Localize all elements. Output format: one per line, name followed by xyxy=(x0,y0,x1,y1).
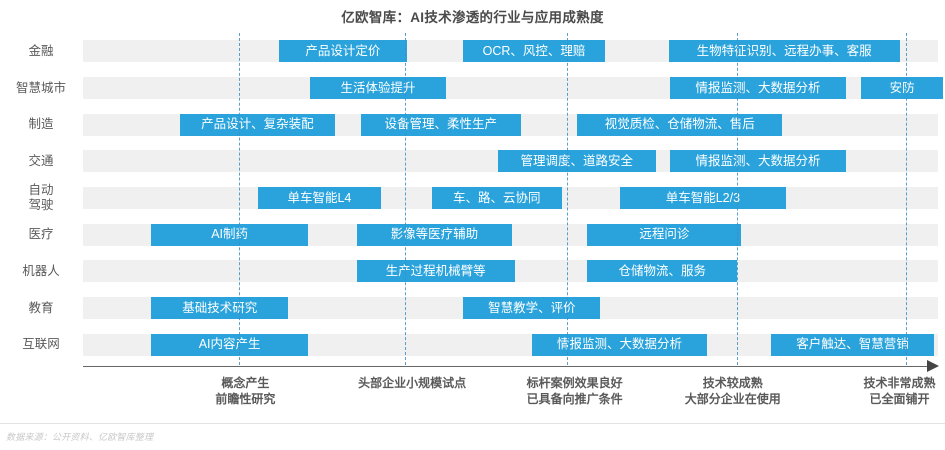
application-bar[interactable]: 设备管理、柔性生产 xyxy=(360,113,521,136)
y-axis-label-金融: 金融 xyxy=(28,43,54,58)
application-bar[interactable]: 情报监测、大数据分析 xyxy=(670,150,846,173)
y-axis-label-互联网: 互联网 xyxy=(22,337,60,352)
x-axis-stage-1: 概念产生前瞻性研究 xyxy=(215,376,276,406)
y-axis-label-机器人: 机器人 xyxy=(22,263,60,278)
application-bar[interactable]: 安防 xyxy=(861,77,944,99)
footer-divider xyxy=(0,423,945,424)
application-bar[interactable]: 视觉质检、仓储物流、售后 xyxy=(577,113,783,136)
y-axis-category-labels: 金融智慧城市制造交通自动驾驶医疗机器人教育互联网 xyxy=(0,33,80,363)
gridline-2 xyxy=(405,33,407,365)
application-bar[interactable]: 管理调度、道路安全 xyxy=(497,150,656,173)
application-bar[interactable]: 产品设计定价 xyxy=(278,40,408,63)
application-bar[interactable]: 生物特征识别、远程办事、客服 xyxy=(668,40,900,63)
x-axis-arrow-icon xyxy=(927,360,939,372)
x-axis-line xyxy=(83,366,929,367)
x-axis-stage-2: 头部企业小规模试点 xyxy=(358,376,467,390)
application-bar[interactable]: 车、路、云协同 xyxy=(431,187,562,209)
y-axis-label-智慧城市: 智慧城市 xyxy=(15,80,66,95)
application-bar[interactable]: AI制药 xyxy=(151,223,308,246)
y-axis-label-医疗: 医疗 xyxy=(28,227,54,242)
application-bar[interactable]: 基础技术研究 xyxy=(151,297,289,319)
gridline-5 xyxy=(905,33,907,365)
y-axis-label-制造: 制造 xyxy=(28,117,54,132)
gridline-3 xyxy=(566,33,568,365)
x-axis-stage-4: 技术较成熟大部分企业在使用 xyxy=(684,376,781,406)
application-bar[interactable]: 客户触达、智慧营销 xyxy=(771,333,934,356)
application-bar[interactable]: OCR、风控、理赔 xyxy=(463,40,605,63)
application-bar[interactable]: 智慧教学、评价 xyxy=(463,297,601,319)
y-axis-label-交通: 交通 xyxy=(28,153,54,168)
application-bar[interactable]: 生产过程机械臂等 xyxy=(356,260,515,283)
application-bar[interactable]: 仓储物流、服务 xyxy=(587,260,738,283)
application-bar[interactable]: 远程问诊 xyxy=(587,223,742,246)
x-axis-stage-5: 技术非常成熟已全面铺开 xyxy=(863,376,936,406)
gridline-4 xyxy=(737,33,739,365)
application-bar[interactable]: 情报监测、大数据分析 xyxy=(531,333,708,356)
application-bar[interactable]: 情报监测、大数据分析 xyxy=(670,77,846,99)
x-axis-stage-3: 标杆案例效果良好已具备向推广条件 xyxy=(526,376,623,406)
application-bar[interactable]: 产品设计、复杂装配 xyxy=(179,113,336,136)
application-bar[interactable]: 单车智能L4 xyxy=(258,187,381,209)
y-axis-label-教育: 教育 xyxy=(28,300,54,315)
source-note: 数据来源：公开资料、亿欧智库整理 xyxy=(6,432,154,442)
application-bar[interactable]: 单车智能L2/3 xyxy=(619,187,786,209)
y-axis-label-自动驾驶: 自动驾驶 xyxy=(28,183,54,212)
application-bar[interactable]: 生活体验提升 xyxy=(309,77,447,99)
application-bar[interactable]: AI内容产生 xyxy=(151,333,308,356)
gridline-1 xyxy=(238,33,240,365)
application-bar[interactable]: 影像等医疗辅助 xyxy=(356,223,513,246)
chart-title: 亿欧智库：AI技术渗透的行业与应用成熟度 xyxy=(341,10,604,25)
